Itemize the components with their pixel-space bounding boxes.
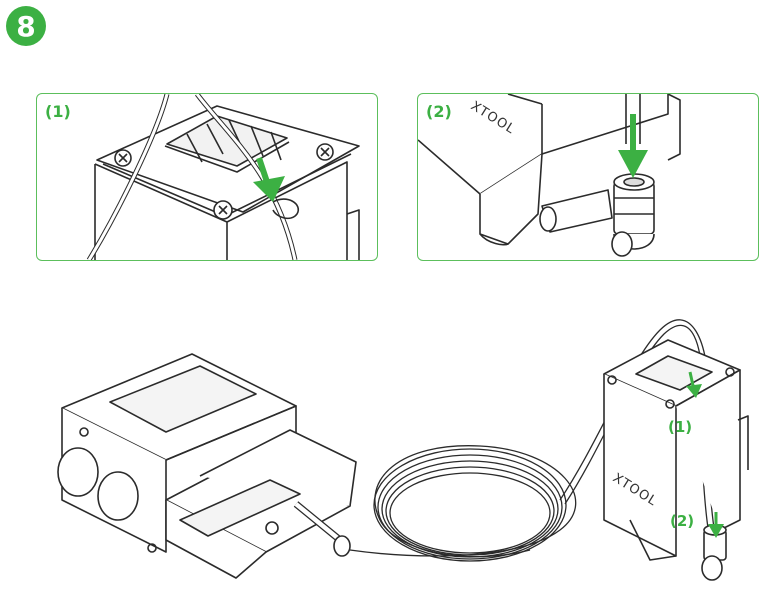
callout-1: (1) [668, 418, 693, 436]
module-brand-text: XTOOL [610, 471, 660, 510]
clip-arrow-2-head [708, 524, 724, 538]
clip-arrow-1-head [686, 384, 702, 398]
laser-module-drawing [603, 339, 749, 581]
detail-panel-1: (1) [36, 93, 378, 261]
panel-2-illustration: XTOOL [418, 94, 681, 257]
step-number-badge: 8 [6, 6, 46, 46]
panel-1-label: (1) [45, 102, 71, 121]
air-assist-pump-drawing [57, 353, 357, 579]
panel-2-label: (2) [426, 102, 452, 121]
panel-1-illustration [86, 94, 360, 260]
callout-2: (2) [670, 512, 695, 530]
detail-panel-2: XTOOL (2) [417, 93, 759, 261]
air-tube-coil [349, 319, 717, 562]
panel-2-brand-text: XTOOL [468, 99, 518, 138]
clip-arrow-1 [688, 371, 696, 391]
